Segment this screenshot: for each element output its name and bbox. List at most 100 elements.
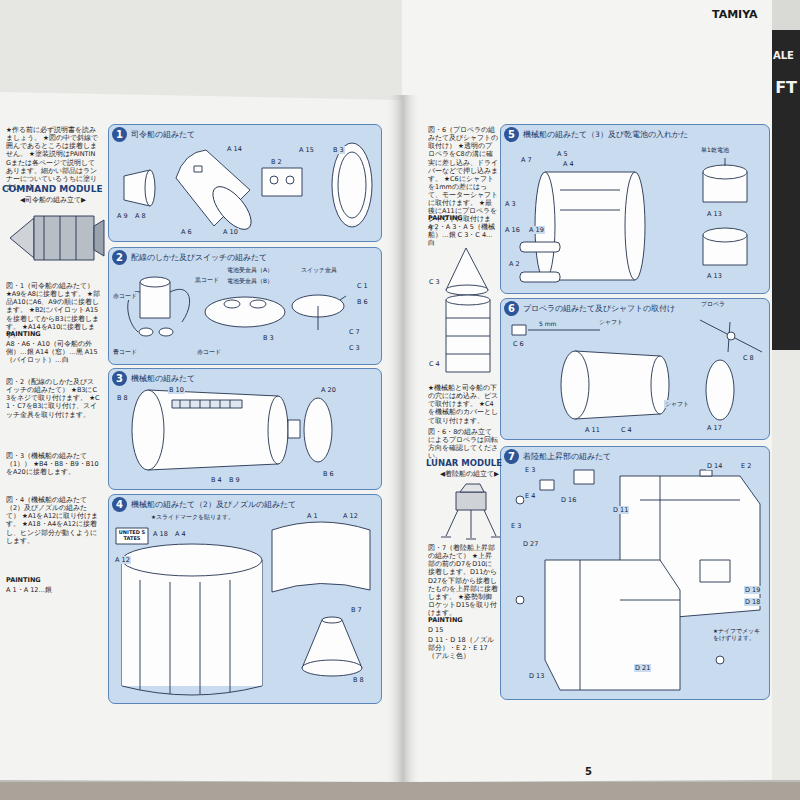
part-number: A 3 xyxy=(504,200,517,208)
part-number: D 16 xyxy=(560,496,577,504)
part-number: B 6 xyxy=(356,298,369,306)
note-text: ★機械船と司令船の下の穴にはめ込み、ビスで取付けます。 ★C4を機械船のカバーと… xyxy=(428,384,498,425)
cover-text: ALE xyxy=(773,50,794,63)
step-number: 3 xyxy=(112,371,127,386)
note-text: D 11・D 18（ノズル部分）・E 2・E 17（アルミ色） xyxy=(428,636,498,660)
part-number: C 8 xyxy=(742,354,755,362)
part-number: 電池受金具（B） xyxy=(226,277,274,285)
panel-fill xyxy=(108,247,382,365)
page-number: 5 xyxy=(585,766,592,779)
part-number: A 1 xyxy=(306,512,319,520)
section-heading: LUNAR MODULE xyxy=(426,458,502,469)
step-panel: 2配線のしかた及びスイッチの組みたて xyxy=(108,247,382,365)
part-number: D 11 xyxy=(612,506,629,514)
part-number: E 3 xyxy=(524,466,536,474)
part-number: C 6 xyxy=(512,340,525,348)
part-number: B 3 xyxy=(332,146,345,154)
part-number: B 8 xyxy=(116,394,129,402)
step-header: 3機械船の組みたて xyxy=(112,371,195,386)
step-number: 4 xyxy=(112,497,127,512)
part-number: D 21 xyxy=(634,664,651,672)
part-number: A 12 xyxy=(342,512,359,520)
note-text: D 15 xyxy=(428,626,443,634)
part-number: 5 mm xyxy=(538,320,557,328)
part-number: A 9 xyxy=(116,212,129,220)
part-number: シャフト xyxy=(598,318,624,326)
part-number: A 12 xyxy=(114,556,131,564)
part-number: 電池受金具（A） xyxy=(226,266,274,274)
part-number: A 6 xyxy=(180,228,193,236)
note-text: A8・A6・A10（司令船の外側）…銀 A14（窓）…黒 A15（パイロット）…… xyxy=(6,340,100,364)
part-number: B 7 xyxy=(350,606,363,614)
part-number: C 4 xyxy=(620,426,633,434)
part-number: C 1 xyxy=(356,282,369,290)
section-heading: COMMAND MODULE xyxy=(2,184,103,195)
note-text: 図・7（着陸船上昇部の組みたて） ★上昇部の前のD7をD10に接着します。D11… xyxy=(428,544,498,617)
step-panel: 3機械船の組みたて xyxy=(108,368,382,490)
part-number: D 19 xyxy=(744,586,761,594)
part-number: A 10 xyxy=(222,228,239,236)
paint-heading: PAINTING xyxy=(6,330,41,338)
step-title: 着陸船上昇部の組みたて xyxy=(523,452,611,461)
note-text: 図・3（機械船の組みたて（1）） ★B4・B8・B9・B10をA20に接着します… xyxy=(6,452,100,476)
part-number: C 3 xyxy=(348,344,361,352)
paint-heading: PAINTING xyxy=(428,616,463,624)
part-number: A 13 xyxy=(706,210,723,218)
paint-heading: PAINTING xyxy=(428,214,463,222)
part-number: D 13 xyxy=(528,672,545,680)
step-number: 7 xyxy=(504,449,519,464)
note-text: ◀着陸船の組立て▶ xyxy=(440,470,499,478)
part-number: B 8 xyxy=(352,676,365,684)
part-number: A 4 xyxy=(174,530,187,538)
step-panel: 1司令船の組みたて xyxy=(108,124,382,242)
part-number: C 4 xyxy=(428,360,441,368)
part-number: A 19 xyxy=(528,226,545,234)
part-number: E 4 xyxy=(524,492,536,500)
part-number: B 6 xyxy=(322,470,335,478)
part-number: A 15 xyxy=(298,146,315,154)
part-number: 単1乾電池 xyxy=(700,146,730,154)
part-number: B 9 xyxy=(228,476,241,484)
part-number: B 4 xyxy=(210,476,223,484)
part-number: C 7 xyxy=(348,328,361,336)
part-number: A 4 xyxy=(562,160,575,168)
panel-fill xyxy=(500,124,770,294)
step-number: 5 xyxy=(504,127,519,142)
part-number: ★ナイフでメッキをけずります。 xyxy=(712,628,764,642)
part-number: E 3 xyxy=(510,522,522,530)
part-number: A 11 xyxy=(584,426,601,434)
part-number: A 7 xyxy=(520,156,533,164)
note-text: A 2・A 3・A 5（機械船）…銀 C 3・C 4…白 xyxy=(428,223,498,247)
part-number: A 18 xyxy=(152,530,169,538)
part-number: D 18 xyxy=(744,598,761,606)
panel-fill xyxy=(108,494,382,704)
note-text: A 1・A 12…銀 xyxy=(6,586,52,594)
part-number: シャフト xyxy=(664,400,690,408)
panel-fill xyxy=(500,298,770,440)
step-header: 6プロペラの組みたて及びシャフトの取付け xyxy=(504,301,675,316)
note-text: ◀司令船の組み立て▶ xyxy=(20,196,86,204)
step-title: 機械船の組みたて（2）及びノズルの組みたて xyxy=(131,500,296,509)
flag-decal: UNITED STATES xyxy=(118,530,146,541)
part-number: プロペラ xyxy=(700,300,726,308)
part-number: B 10 xyxy=(168,386,185,394)
brand-logo: TAMIYA xyxy=(712,8,758,22)
part-number: 黒コード xyxy=(194,276,220,284)
part-number: A 5 xyxy=(556,150,569,158)
note-text: 図・4（機械船の組みたて（2）及びノズルの組みたて） ★A1をA12に取り付けま… xyxy=(6,496,100,545)
part-number: A 13 xyxy=(706,272,723,280)
part-number: ★スライドマークを貼ります。 xyxy=(150,514,235,521)
panel-fill xyxy=(108,124,382,242)
part-number: C 3 xyxy=(428,278,441,286)
step-header: 4 機械船の組みたて（2）及びノズルの組みたて xyxy=(112,497,296,512)
note-text: 図・6・8の組み立てによるプロペラは回転方向を確認してください。 xyxy=(428,428,498,461)
cover-text: FT xyxy=(775,78,797,98)
step-title: 機械船の組みたて（3）及び乾電池の入れかた xyxy=(523,130,688,139)
step-header: 1司令船の組みたて xyxy=(112,127,195,142)
panel-fill xyxy=(108,368,382,490)
part-number: スイッチ金具 xyxy=(300,266,338,274)
step-header: 7 着陸船上昇部の組みたて xyxy=(504,449,611,464)
part-number: A 14 xyxy=(226,145,243,153)
part-number: 赤コード xyxy=(196,348,222,356)
panel-fill xyxy=(500,446,770,700)
